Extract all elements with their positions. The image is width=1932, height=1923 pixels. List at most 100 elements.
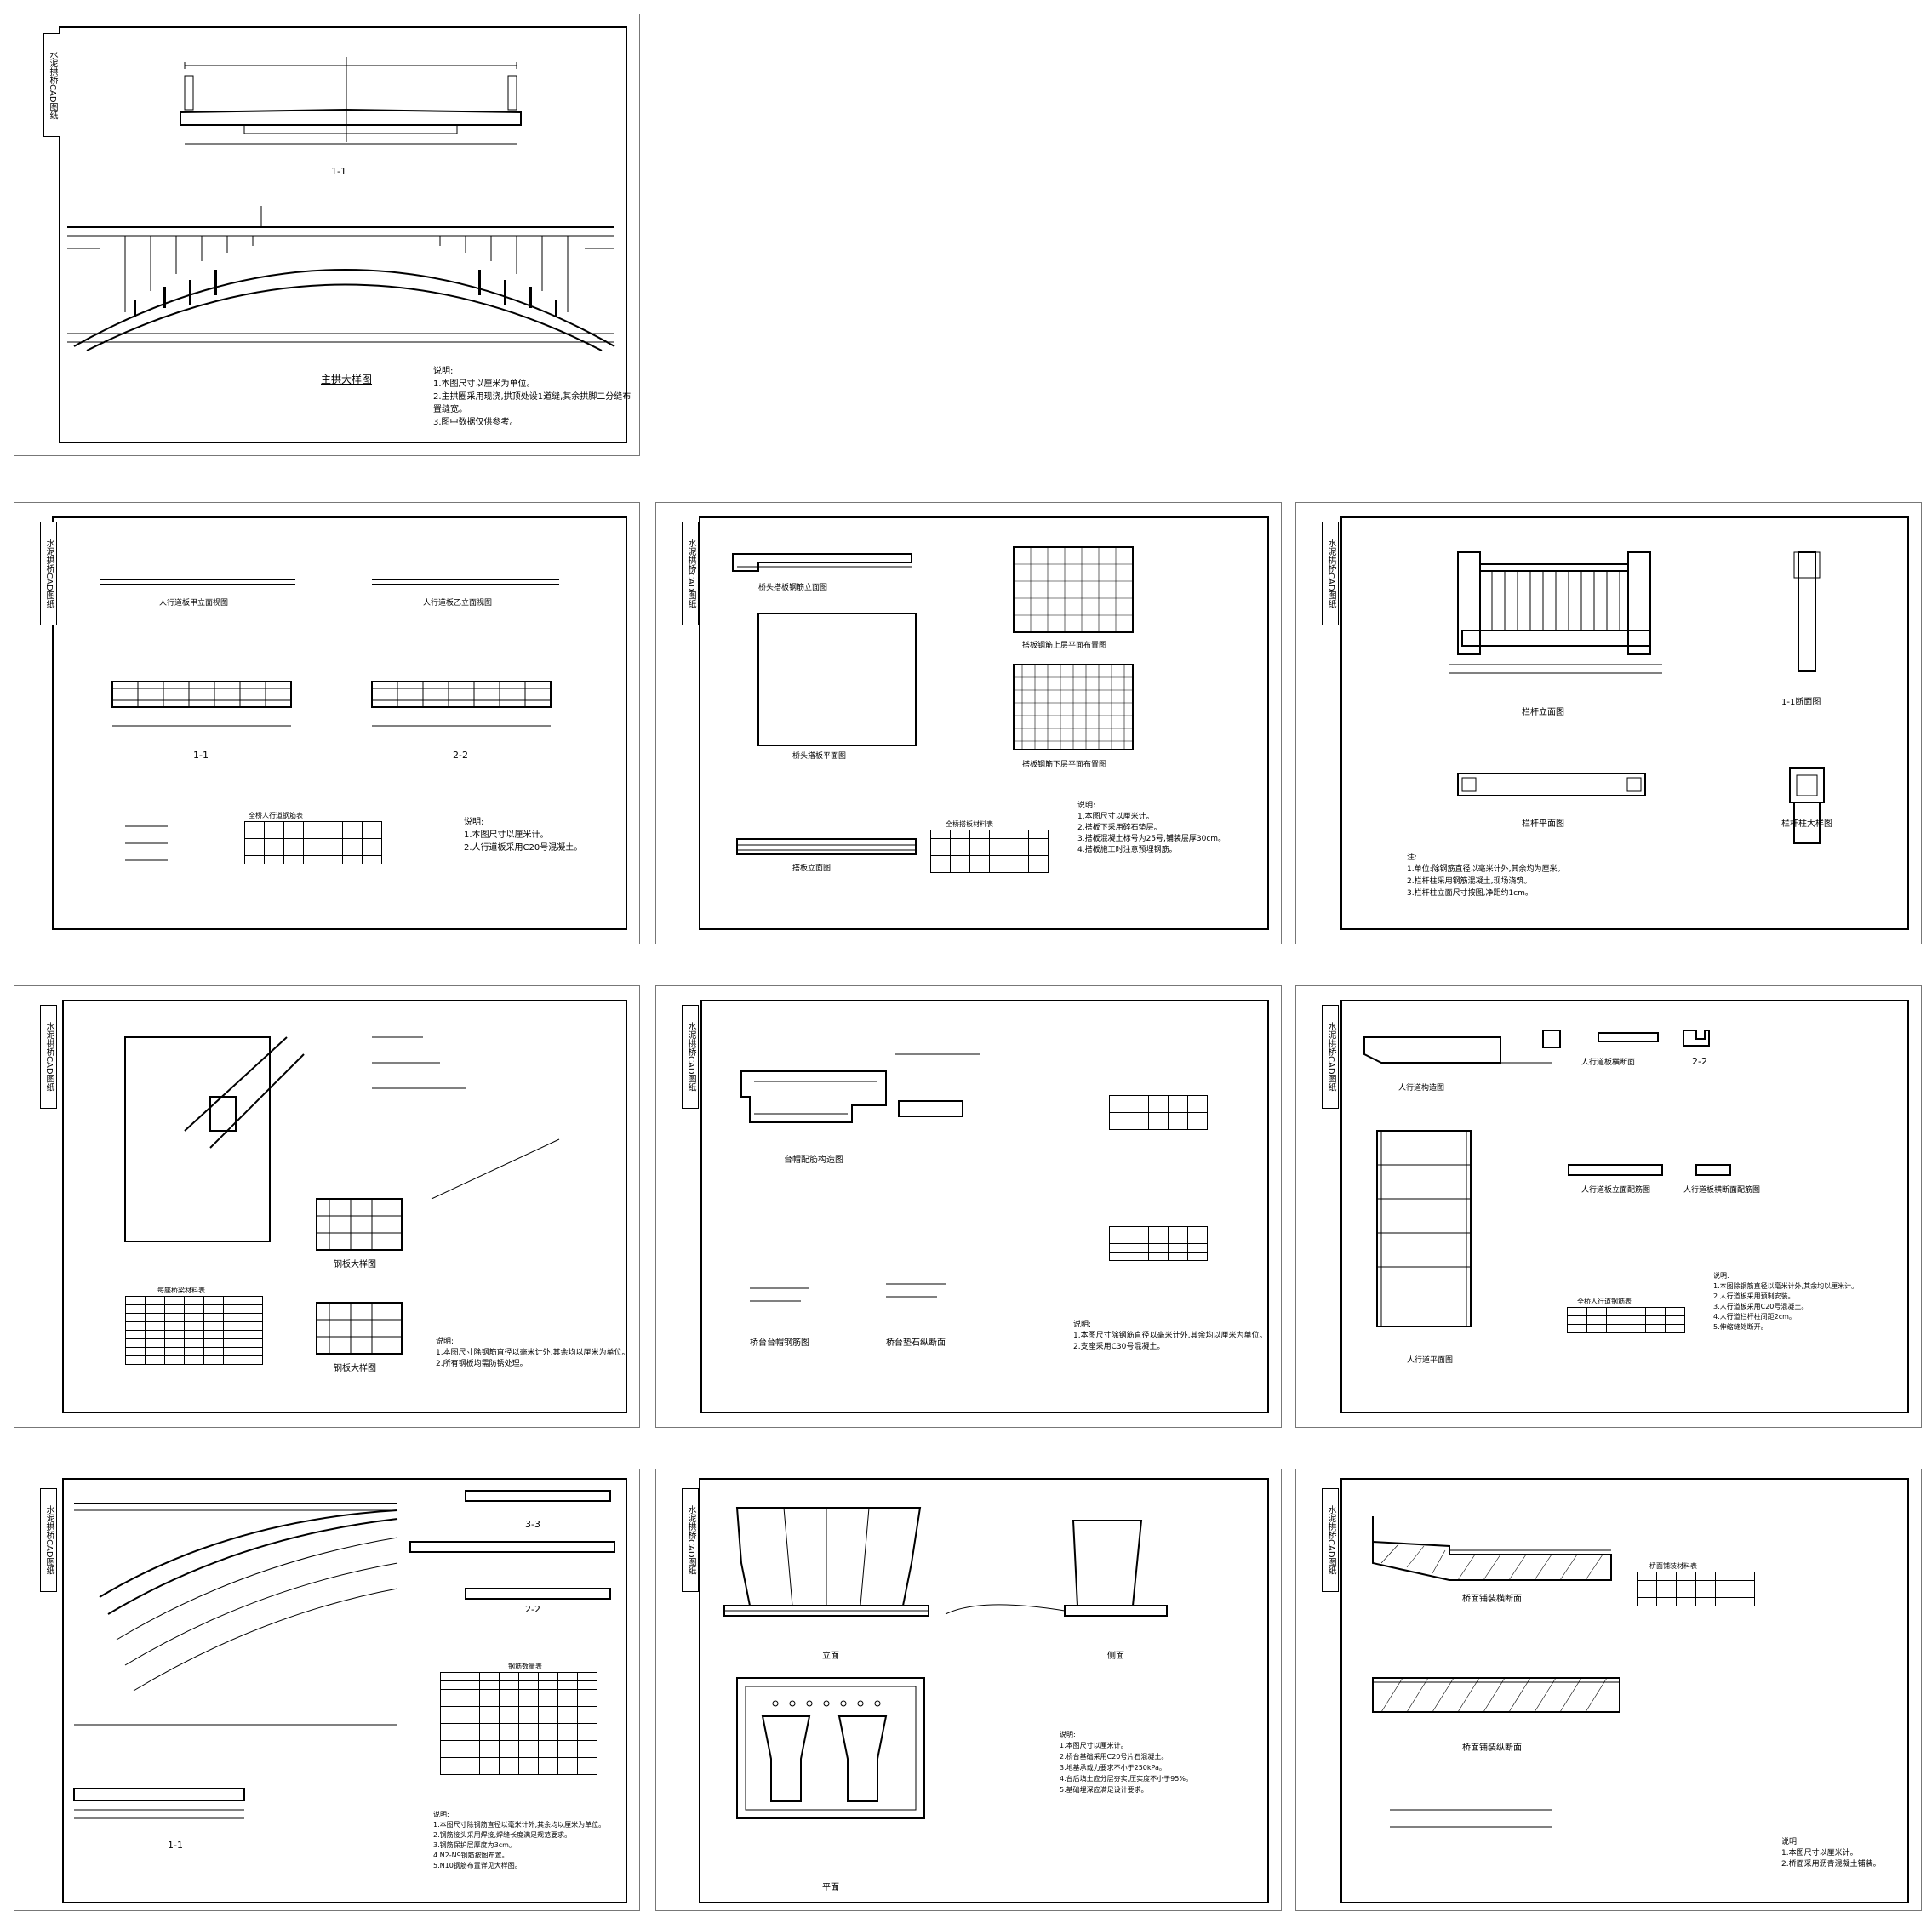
notes-heading: 说明: xyxy=(464,818,484,827)
notes-heading: 说明: xyxy=(1077,802,1096,810)
drawing-sheet-5[interactable]: 水泥拱桥CAD图纸 钢板大样图 钢板大样图 每座桥梁材料表 说明: 1.本图尺寸… xyxy=(14,985,640,1428)
view-label: 栏杆平面图 xyxy=(1522,819,1564,829)
drawing-sheet-1[interactable]: 水泥拱桥CAD图纸 xyxy=(14,14,640,456)
note-line: 4.N2-N9钢筋按图布置。 xyxy=(433,1852,509,1859)
note-line: 3.人行道板采用C20号混凝土。 xyxy=(1713,1303,1809,1310)
view-label: 人行道平面图 xyxy=(1407,1356,1454,1365)
view-label: 人行道板横断面配筋图 xyxy=(1683,1186,1761,1195)
view-label: 桥头搭板平面图 xyxy=(792,752,847,761)
note-line: 1.本图尺寸除钢筋直径以毫米计外,其余均以厘米为单位。 xyxy=(433,1821,606,1829)
drawing-sheet-4[interactable]: 水泥拱桥CAD图纸 栏杆立面图 1-1断面图 栏杆平面图 栏杆柱大样图 注: 1… xyxy=(1295,502,1922,944)
sheet-tag: 水泥拱桥CAD图纸 xyxy=(43,33,60,137)
view-label: 人行道构造图 xyxy=(1398,1084,1445,1093)
drawing-frame xyxy=(700,1000,1269,1413)
drawing-frame xyxy=(62,1000,627,1413)
section-label: 2-2 xyxy=(1692,1056,1707,1067)
drawing-frame xyxy=(699,1478,1269,1903)
sheet-tag: 水泥拱桥CAD图纸 xyxy=(1322,522,1339,625)
view-label: 桥台垫石纵断面 xyxy=(886,1338,946,1348)
rebar-table xyxy=(244,821,382,864)
note-line: 2.支座采用C30号混凝土。 xyxy=(1073,1343,1165,1351)
notes-block: 说明: 1.本图除钢筋直径以毫米计外,其余均以厘米计。 2.人行道板采用预制安装… xyxy=(1713,1271,1858,1332)
sheet-tag: 水泥拱桥CAD图纸 xyxy=(682,1005,699,1109)
notes-heading: 注: xyxy=(1407,853,1418,862)
drawing-sheet-3[interactable]: 水泥拱桥CAD图纸 桥头搭板钢筋立面图 桥头搭板平面图 搭板钢筋上层平面布置图 … xyxy=(655,502,1282,944)
drawing-sheet-2[interactable]: 水泥拱桥CAD图纸 人行道板甲立面视图 人行道板乙立面视图 1-1 2-2 全桥… xyxy=(14,502,640,944)
drawing-frame xyxy=(59,26,627,443)
steel-plate-drawing xyxy=(124,1036,560,1355)
view-label: 侧面 xyxy=(1107,1652,1124,1661)
notes-heading: 说明: xyxy=(433,1811,449,1818)
section-label: 3-3 xyxy=(525,1519,540,1530)
drawing-frame xyxy=(62,1478,627,1903)
notes-block: 说明: 1.本图尺寸除钢筋直径以毫米计外,其余均以厘米为单位。 2.支座采用C3… xyxy=(1073,1320,1266,1353)
note-line: 1.本图尺寸以厘米计。 xyxy=(1060,1742,1128,1749)
arch-bridge-drawing xyxy=(67,57,615,351)
abutment-cap-drawing xyxy=(740,1053,980,1302)
note-line: 1.本图尺寸以厘米为单位。 xyxy=(433,379,535,389)
note-line: 2.人行道板采用预制安装。 xyxy=(1713,1292,1795,1300)
notes-block: 说明: 1.本图尺寸以厘米计。 2.搭板下采用碎石垫层。 3.搭板混凝土标号为2… xyxy=(1077,801,1226,856)
view-label: 人行道板立面配筋图 xyxy=(1581,1186,1651,1195)
note-line: 2.搭板下采用碎石垫层。 xyxy=(1077,824,1162,832)
note-line: 3.钢筋保护层厚度为3cm。 xyxy=(433,1841,516,1849)
sheet-tag: 水泥拱桥CAD图纸 xyxy=(682,522,699,625)
note-line: 1.本图除钢筋直径以毫米计外,其余均以厘米计。 xyxy=(1713,1282,1859,1290)
note-line: 3.图中数据仅供参考。 xyxy=(433,418,518,427)
material-table xyxy=(930,830,1049,873)
sheet-tag: 水泥拱桥CAD图纸 xyxy=(40,522,57,625)
view-label: 搭板钢筋上层平面布置图 xyxy=(1022,642,1107,650)
view-label: 搭板钢筋下层平面布置图 xyxy=(1022,761,1107,769)
notes-heading: 说明: xyxy=(436,1338,454,1346)
rebar-table xyxy=(1567,1307,1685,1333)
notes-heading: 说明: xyxy=(433,367,454,376)
view-label: 台帽配筋构造图 xyxy=(784,1156,843,1165)
section-label: 2-2 xyxy=(453,750,468,761)
note-line: 2.桥台基础采用C20号片石混凝土。 xyxy=(1060,1753,1169,1760)
note-line: 1.本图尺寸除钢筋直径以毫米计外,其余均以厘米为单位。 xyxy=(436,1349,630,1357)
material-table xyxy=(1637,1572,1755,1606)
drawing-frame xyxy=(1340,516,1909,930)
view-label: 桥面铺装纵断面 xyxy=(1462,1743,1522,1753)
sheet-tag: 水泥拱桥CAD图纸 xyxy=(682,1488,699,1592)
note-line: 4.台后填土应分层夯实,压实度不小于95%。 xyxy=(1060,1775,1192,1783)
drawing-sheet-7[interactable]: 水泥拱桥CAD图纸 人行道构造图 人行道板横断面 2-2 人行道板立面配筋图 人… xyxy=(1295,985,1922,1428)
view-label: 栏杆柱大样图 xyxy=(1781,819,1832,829)
note-line: 1.本图尺寸以厘米计。 xyxy=(464,830,549,840)
note-line: 2.桥面采用沥青混凝土铺装。 xyxy=(1781,1860,1881,1869)
notes-block: 注: 1.单位:除钢筋直径以毫米计外,其余均为厘米。 2.栏杆柱采用钢筋混凝土,… xyxy=(1407,852,1564,899)
note-line: 4.搭板施工时注意预埋钢筋。 xyxy=(1077,846,1177,854)
table-title: 每座桥梁材料表 xyxy=(157,1287,205,1294)
material-table xyxy=(125,1296,263,1365)
notes-block: 说明: 1.本图尺寸以厘米为单位。 2.主拱圈采用现浇,拱顶处设1道缝,其余拱脚… xyxy=(433,365,639,429)
drawing-sheet-8[interactable]: 水泥拱桥CAD图纸 1-1 3-3 2-2 钢筋数量表 说明: 1.本图尺寸除钢… xyxy=(14,1469,640,1911)
note-line: 2.所有钢板均需防锈处理。 xyxy=(436,1360,528,1368)
note-line: 2.主拱圈采用现浇,拱顶处设1道缝,其余拱脚二分缝布置缝宽。 xyxy=(433,392,632,414)
section-label: 1-1 xyxy=(193,750,209,761)
view-label: 桥台台帽钢筋图 xyxy=(750,1338,809,1348)
notes-heading: 说明: xyxy=(1060,1731,1076,1738)
section-label: 1-1 xyxy=(168,1840,183,1851)
drawing-frame xyxy=(1340,1478,1909,1903)
arch-rib-rebar-drawing xyxy=(73,1490,615,1819)
notes-heading: 说明: xyxy=(1781,1838,1800,1846)
drawing-sheet-10[interactable]: 水泥拱桥CAD图纸 桥面铺装横断面 桥面铺装纵断面 桥面铺装材料表 说明: 1.… xyxy=(1295,1469,1922,1911)
view-label: 桥面铺装横断面 xyxy=(1462,1595,1522,1604)
view-label: 人行道板乙立面视图 xyxy=(423,599,493,608)
sheet-tag: 水泥拱桥CAD图纸 xyxy=(40,1488,57,1592)
rebar-table-1 xyxy=(1109,1095,1208,1130)
sheet-tag: 水泥拱桥CAD图纸 xyxy=(1322,1005,1339,1109)
drawing-sheet-9[interactable]: 水泥拱桥CAD图纸 立面 侧面 平面 说明: 1.本图尺寸以厘米计。 2.桥台基… xyxy=(655,1469,1282,1911)
drawing-frame xyxy=(699,516,1269,930)
note-line: 4.人行道栏杆柱间距2cm。 xyxy=(1713,1313,1796,1321)
sidewalk-structure-drawing xyxy=(1363,1030,1731,1327)
drawing-sheet-6[interactable]: 水泥拱桥CAD图纸 台帽配筋构造图 桥台台帽钢筋图 桥台垫石纵断面 说明: 1.… xyxy=(655,985,1282,1428)
view-label: 钢板大样图 xyxy=(334,1364,376,1373)
section-label: 2-2 xyxy=(525,1604,540,1615)
note-line: 5.基础埋深应满足设计要求。 xyxy=(1060,1786,1148,1794)
note-line: 2.人行道板采用C20号混凝土。 xyxy=(464,843,583,853)
view-label: 立面 xyxy=(822,1652,839,1661)
note-line: 3.搭板混凝土标号为25号,铺装层厚30cm。 xyxy=(1077,835,1226,843)
table-title: 全桥搭板材料表 xyxy=(946,820,993,828)
table-title: 全桥人行道钢筋表 xyxy=(1577,1298,1632,1305)
